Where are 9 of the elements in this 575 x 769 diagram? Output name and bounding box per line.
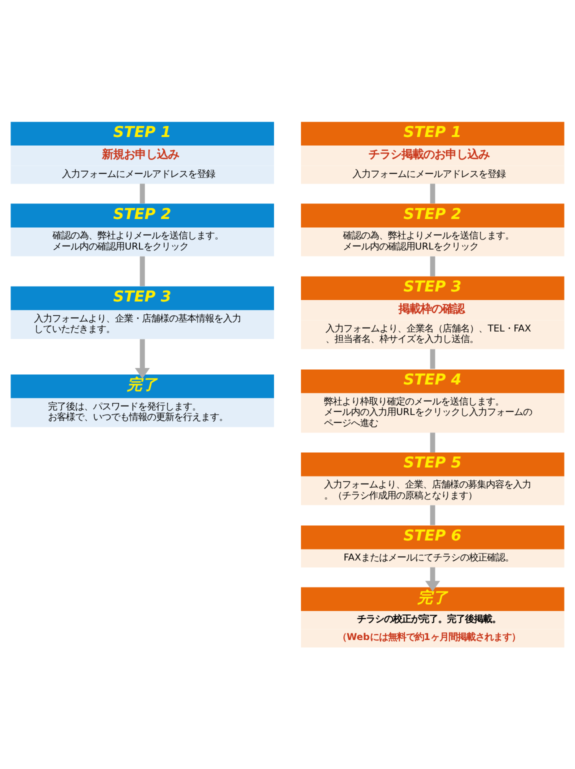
connector: [430, 349, 436, 369]
connector: [140, 256, 145, 286]
arrow: [425, 567, 440, 592]
connector: [430, 184, 436, 204]
connector: [430, 505, 436, 526]
connector: [140, 184, 145, 204]
arrow: [134, 339, 150, 379]
connector: [430, 432, 436, 452]
connector: [430, 256, 436, 276]
